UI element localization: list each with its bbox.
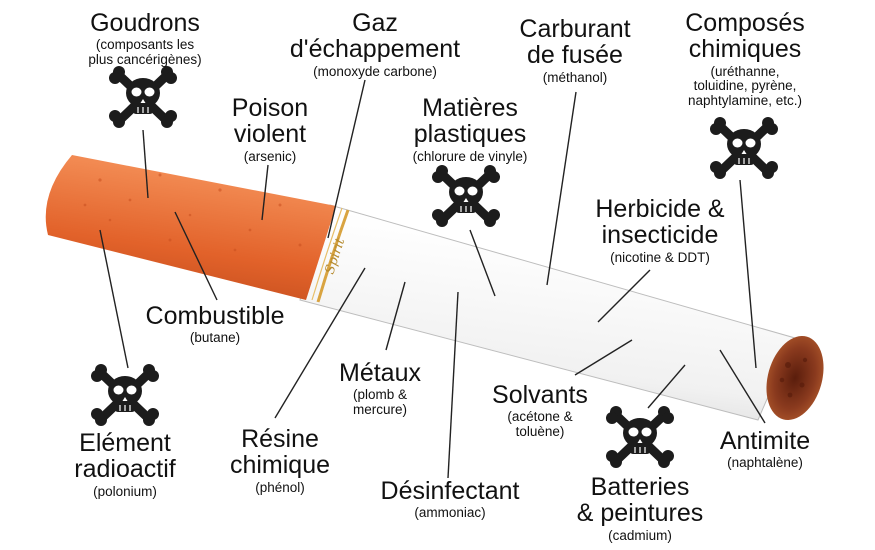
leader-batteries (647, 364, 686, 409)
cigarette-ember (766, 336, 824, 420)
skull-crossbones-icon (109, 66, 177, 128)
label-resine: Résine chimique (phénol) (229, 425, 331, 495)
leader-solvants (574, 339, 633, 376)
label-gaz: Gaz d'échappement (monoxyde carbone) (289, 9, 461, 79)
leader-lines (99, 79, 766, 479)
leader-herbicide (597, 269, 651, 323)
leader-antimite (719, 349, 766, 424)
skull-crossbones-icon (710, 117, 778, 179)
label-batteries: Batteries & peintures (cadmium) (576, 473, 704, 543)
leader-metaux (385, 281, 406, 351)
leader-goudrons (142, 129, 149, 199)
leader-carburant (546, 91, 577, 286)
cigarette-gold-band (316, 209, 350, 303)
label-element: Elément radioactif (polonium) (74, 429, 176, 499)
leader-composes (739, 179, 757, 369)
label-desinfectant: Désinfectant (ammoniac) (380, 477, 520, 521)
leader-element (99, 229, 129, 369)
label-solvants: Solvants (acétone & toluène) (492, 381, 588, 440)
leader-combustible (174, 211, 218, 301)
filter-texture (83, 173, 302, 252)
leader-matieres (469, 229, 496, 297)
leader-gaz (327, 79, 366, 239)
label-poison: Poison violent (arsenic) (231, 94, 309, 164)
label-composes: Composés chimiques (uréthanne, toluidine… (685, 9, 805, 109)
leader-resine (274, 267, 366, 419)
skull-crossbones-icon (432, 165, 500, 227)
label-carburant: Carburant de fusée (méthanol) (519, 15, 631, 85)
cigarette-filter (45, 155, 337, 300)
skull-crossbones-icon (606, 406, 674, 468)
leader-poison (261, 164, 269, 221)
label-combustible: Combustible (butane) (145, 302, 285, 346)
label-antimite: Antimite (naphtalène) (719, 427, 811, 471)
cigarette: Spirit (45, 155, 824, 421)
skull-crossbones-icon (91, 364, 159, 426)
label-metaux: Métaux (plomb & mercure) (339, 359, 421, 418)
leader-desinfectant (447, 291, 459, 479)
label-matieres: Matières plastiques (chlorure de vinyle) (412, 94, 528, 164)
label-goudrons: Goudrons (composants les plus cancérigèn… (88, 9, 202, 68)
label-herbicide: Herbicide & insecticide (nicotine & DDT) (595, 195, 725, 265)
